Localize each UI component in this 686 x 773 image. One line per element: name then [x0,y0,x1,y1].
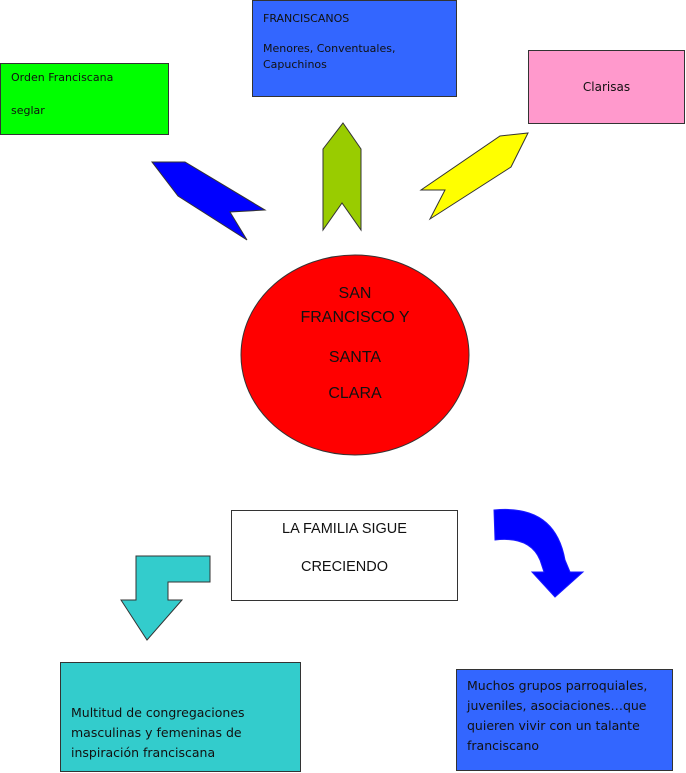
orden-seglar-line1: Orden Franciscana [11,71,114,84]
center-line2: FRANCISCO Y [300,309,410,326]
orden-seglar-box: Orden Franciscana seglar [0,63,169,135]
orden-seglar-line2: seglar [11,104,45,117]
center-ellipse [240,254,470,456]
arrow-to-congregaciones [120,555,211,641]
clarisas-box: Clarisas [528,50,685,124]
grupos-text: Muchos grupos parroquiales, juveniles, a… [467,678,648,753]
familia-line1: LA FAMILIA SIGUE [282,521,407,537]
franciscanos-title: FRANCISCANOS [263,12,350,25]
arrow-to-clarisas [419,132,529,221]
center-label: SAN FRANCISCO Y SANTA CLARA [255,282,455,406]
congregaciones-text: Multitud de congregaciones masculinas y … [71,705,245,760]
familia-line2: CRECIENDO [300,559,388,575]
arrow-to-grupos [493,508,585,598]
franciscanos-body: Menores, Conventuales, Capuchinos [263,42,396,71]
grupos-box: Muchos grupos parroquiales, juveniles, a… [456,669,673,771]
arrow-to-franciscanos [322,122,362,232]
center-line4: CLARA [328,385,382,402]
center-line3: SANTA [328,349,382,366]
clarisas-label: Clarisas [582,80,631,94]
arrow-to-seglar [150,161,267,241]
familia-box: LA FAMILIA SIGUE CRECIENDO [231,510,458,601]
congregaciones-box: Multitud de congregaciones masculinas y … [60,662,301,772]
franciscanos-box: FRANCISCANOS Menores, Conventuales, Capu… [252,0,457,97]
center-line1: SAN [338,285,372,302]
